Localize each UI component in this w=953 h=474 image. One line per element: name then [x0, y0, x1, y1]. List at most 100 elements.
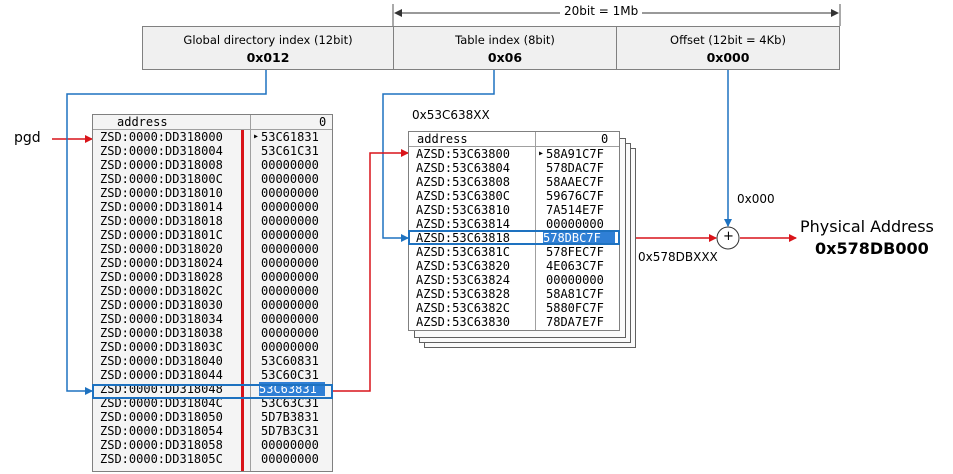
pte-table-row-value: 578DBC7F [543, 231, 615, 245]
pgd-table-row-address: ZSD:0000:DD31803C [100, 340, 223, 354]
pgd-table-row: ZSD:0000:DD31804C 53C63C31 [93, 396, 332, 410]
pgd-table-row-value: 53C60831 [261, 354, 319, 368]
pgd-table-row-value: 00000000 [261, 186, 319, 200]
pgd-table-row: ZSD:0000:DD318038 00000000 [93, 326, 332, 340]
pgd-table-row-value: 00000000 [261, 284, 319, 298]
physical-address-value: 0x578DB000 [815, 239, 929, 258]
pgd-table-row-address: ZSD:0000:DD318008 [100, 158, 223, 172]
pgd-table-row-value: 00000000 [261, 340, 319, 354]
pte-table-row-value: 59676C7F [546, 189, 604, 203]
table-index-connector [382, 70, 495, 242]
pgd-table-row-value: 00000000 [261, 270, 319, 284]
pgd-table-row-address: ZSD:0000:DD318044 [100, 368, 223, 382]
field-offset-label: Offset (12bit = 4Kb) [670, 33, 786, 47]
pgd-table-row-value: 00000000 [261, 452, 319, 466]
pgd-header-col: 0 [319, 115, 327, 129]
pte-table-header: address 0 [409, 132, 619, 147]
pgd-table-row-address: ZSD:0000:DD318000 [100, 130, 223, 144]
pgd-entry-connector [333, 149, 409, 392]
pte-table-cursor-icon: ▸ [538, 148, 545, 159]
frame-base-label: 0x578DBXXX [638, 250, 718, 264]
pgd-label: pgd [14, 130, 41, 146]
pgd-table-row-value: 00000000 [261, 158, 319, 172]
pte-table-row-value: 78DA7E7F [546, 315, 604, 329]
pgd-table-row-value: 00000000 [261, 200, 319, 214]
pte-table-row: AZSD:53C63810 7A514E7F [409, 203, 619, 217]
field-table-index-label: Table index (8bit) [455, 33, 555, 47]
pgd-table-row-address: ZSD:0000:DD31800C [100, 172, 223, 186]
pgd-table-row-value: 53C63C31 [261, 396, 319, 410]
pte-table-row-address: AZSD:53C63824 [416, 273, 510, 287]
pte-table-row-address: AZSD:53C63828 [416, 287, 510, 301]
field-dir-index-value: 0x012 [246, 50, 290, 65]
table-addr-label: 0x53C638XX [412, 108, 490, 122]
pte-table-row: AZSD:53C63808 58AAEC7F [409, 175, 619, 189]
pte-table-row-address: AZSD:53C63800 [416, 147, 510, 161]
pgd-table-cursor-icon: ▸ [253, 131, 260, 142]
range-label: 20bit = 1Mb [560, 4, 643, 18]
adder-circle [716, 226, 740, 250]
pgd-table-row-value: 53C61C31 [261, 144, 319, 158]
pgd-table-row-value: 5D7B3C31 [261, 424, 319, 438]
pgd-table-row: ZSD:0000:DD31802C 00000000 [93, 284, 332, 298]
pte-table-row-address: AZSD:53C6380C [416, 189, 510, 203]
pte-table-row-value: 58A91C7F [546, 147, 604, 161]
pgd-table-row-value: 00000000 [261, 312, 319, 326]
pgd-table-row: ZSD:0000:DD318014 00000000 [93, 200, 332, 214]
pte-table-row-address: AZSD:53C63808 [416, 175, 510, 189]
pgd-table-row-address: ZSD:0000:DD31804C [100, 396, 223, 410]
pgd-table-row: ZSD:0000:DD318010 00000000 [93, 186, 332, 200]
pte-table-row-value: 4E063C7F [546, 259, 604, 273]
pgd-column-divider [250, 115, 251, 471]
pgd-table-row-value: 00000000 [261, 228, 319, 242]
pte-table-row-value: 578FEC7F [546, 245, 604, 259]
pte-table-row-value: 58AAEC7F [546, 175, 604, 189]
pgd-table-row-address: ZSD:0000:DD318010 [100, 186, 223, 200]
pgd-selected-outline [92, 384, 333, 399]
pte-table-row: AZSD:53C63818 578DBC7F [409, 231, 619, 245]
field-table-index-value: 0x06 [487, 50, 523, 65]
pgd-table-row: ZSD:0000:DD318034 00000000 [93, 312, 332, 326]
pgd-table-row: ZSD:0000:DD318008 00000000 [93, 158, 332, 172]
pgd-table-row-address: ZSD:0000:DD318038 [100, 326, 223, 340]
pte-table-row-address: AZSD:53C63804 [416, 161, 510, 175]
field-offset: Offset (12bit = 4Kb) 0x000 [616, 26, 840, 70]
pte-table-row-value: 7A514E7F [546, 203, 604, 217]
pgd-table-row: ZSD:0000:DD31803C 00000000 [93, 340, 332, 354]
pgd-table-row-value: 00000000 [261, 326, 319, 340]
pgd-table-row-address: ZSD:0000:DD318014 [100, 200, 223, 214]
field-dir-index-label: Global directory index (12bit) [183, 33, 353, 47]
pgd-table-row-value: 53C60C31 [261, 368, 319, 382]
pte-table-row-value: 00000000 [546, 217, 604, 231]
pte-header-col: 0 [601, 132, 609, 146]
pgd-table-row-address: ZSD:0000:DD31802C [100, 284, 223, 298]
pte-table-row-value: 00000000 [546, 273, 604, 287]
pte-table-row-address: AZSD:53C63818 [416, 231, 510, 245]
pgd-table-row-address: ZSD:0000:DD318054 [100, 424, 223, 438]
pgd-table-row: ZSD:0000:DD318054 5D7B3C31 [93, 424, 332, 438]
pte-selected-outline [408, 230, 620, 245]
pte-table-row-value: 5880FC7F [546, 301, 604, 315]
pte-table-row-address: AZSD:53C63814 [416, 217, 510, 231]
pte-table-row-address: AZSD:53C63810 [416, 203, 510, 217]
pgd-table-row-address: ZSD:0000:DD318034 [100, 312, 223, 326]
field-offset-value: 0x000 [706, 50, 750, 65]
pgd-table-row-value: 00000000 [261, 242, 319, 256]
